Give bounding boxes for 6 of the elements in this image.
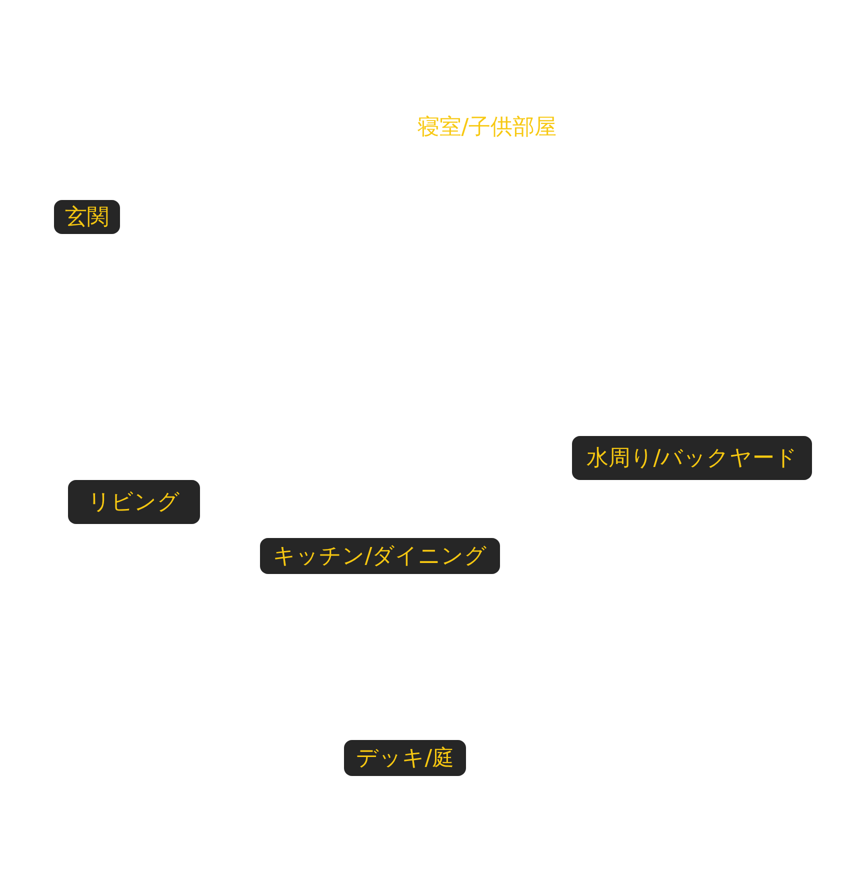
room-label: キッチン/ダイニング: [260, 538, 500, 574]
room-label: 水周り/バックヤード: [572, 436, 812, 480]
room-label: デッキ/庭: [344, 740, 466, 776]
room-text: 寝室/子供部屋: [417, 114, 557, 142]
room-label: 玄関: [54, 200, 120, 234]
room-label: リビング: [68, 480, 200, 524]
